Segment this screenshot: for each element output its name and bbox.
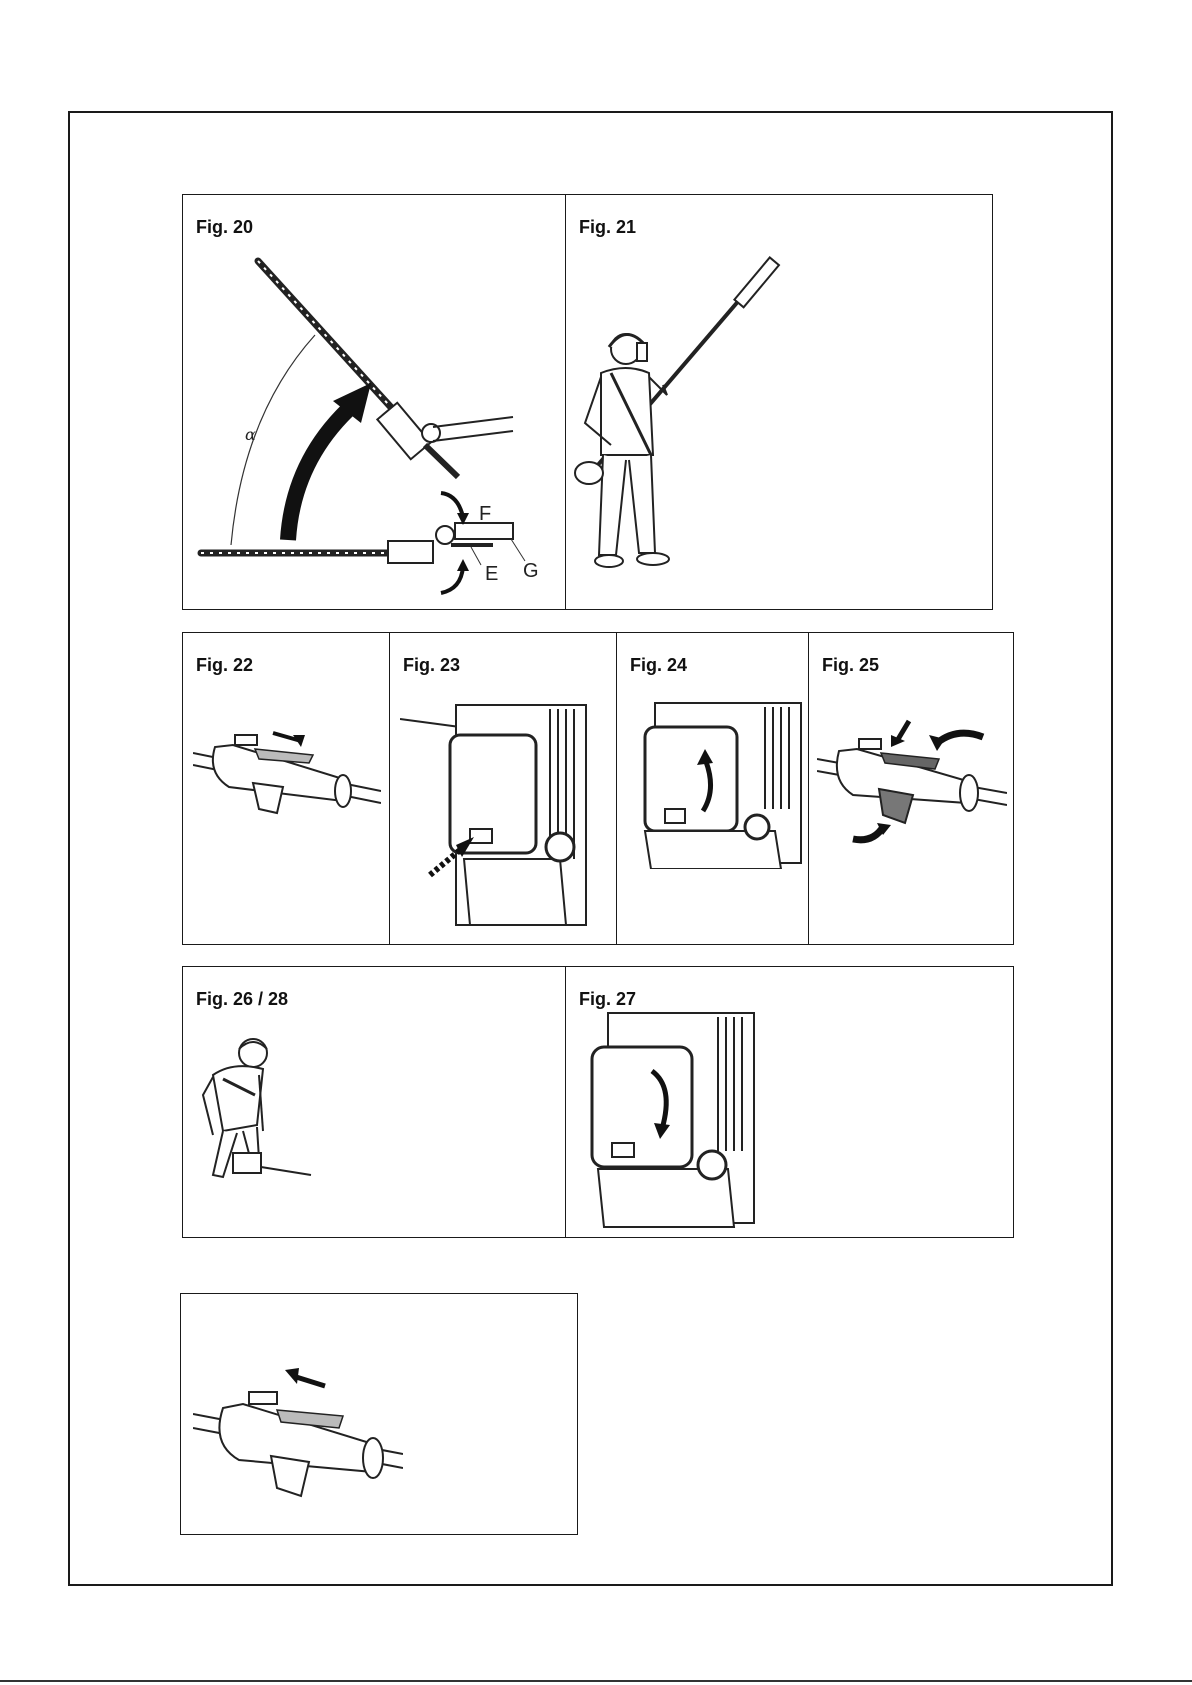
fig-23-cell: Fig. 23	[389, 633, 616, 944]
callout-f: F	[479, 503, 491, 525]
page-bottom-rule	[0, 1680, 1192, 1682]
operator-starting-icon	[193, 1035, 313, 1185]
fig-22-label: Fig. 22	[196, 655, 253, 676]
throttle-handle-icon	[193, 713, 381, 833]
fig-20-label: Fig. 20	[196, 217, 253, 238]
fig-21-label: Fig. 21	[579, 217, 636, 238]
engine-cover-open-icon	[625, 699, 805, 869]
figure-row-3: Fig. 26 / 28 Fig. 27	[182, 966, 1014, 1238]
callout-g: G	[523, 560, 539, 582]
engine-cover-icon	[400, 699, 590, 933]
fig-27-cell: Fig. 27	[565, 967, 1015, 1237]
angle-alpha-label: α	[245, 425, 256, 444]
engine-cover-close-icon	[578, 1011, 756, 1231]
fig-26-28-cell: Fig. 26 / 28	[183, 967, 565, 1237]
fig-21-cell: Fig. 21	[565, 195, 994, 609]
fig-25-label: Fig. 25	[822, 655, 879, 676]
fig-27-label: Fig. 27	[579, 989, 636, 1010]
throttle-handle-large-icon	[193, 1364, 403, 1514]
fig-24-label: Fig. 24	[630, 655, 687, 676]
figure-bottom-unlabelled	[180, 1293, 578, 1535]
figure-row-2: Fig. 22 Fig. 23	[182, 632, 1014, 945]
hedge-trimmer-angle-icon: α F E G	[193, 255, 558, 600]
operator-pole-saw-icon	[571, 255, 791, 600]
fig-20-cell: Fig. 20 α	[183, 195, 565, 609]
callout-e: E	[485, 563, 498, 585]
fig-23-label: Fig. 23	[403, 655, 460, 676]
fig-25-cell: Fig. 25	[808, 633, 1015, 944]
figure-row-1: Fig. 20 α	[182, 194, 993, 610]
fig-22-cell: Fig. 22	[183, 633, 389, 944]
fig-24-cell: Fig. 24	[616, 633, 808, 944]
throttle-lever-icon	[817, 711, 1007, 851]
fig-26-28-label: Fig. 26 / 28	[196, 989, 288, 1010]
